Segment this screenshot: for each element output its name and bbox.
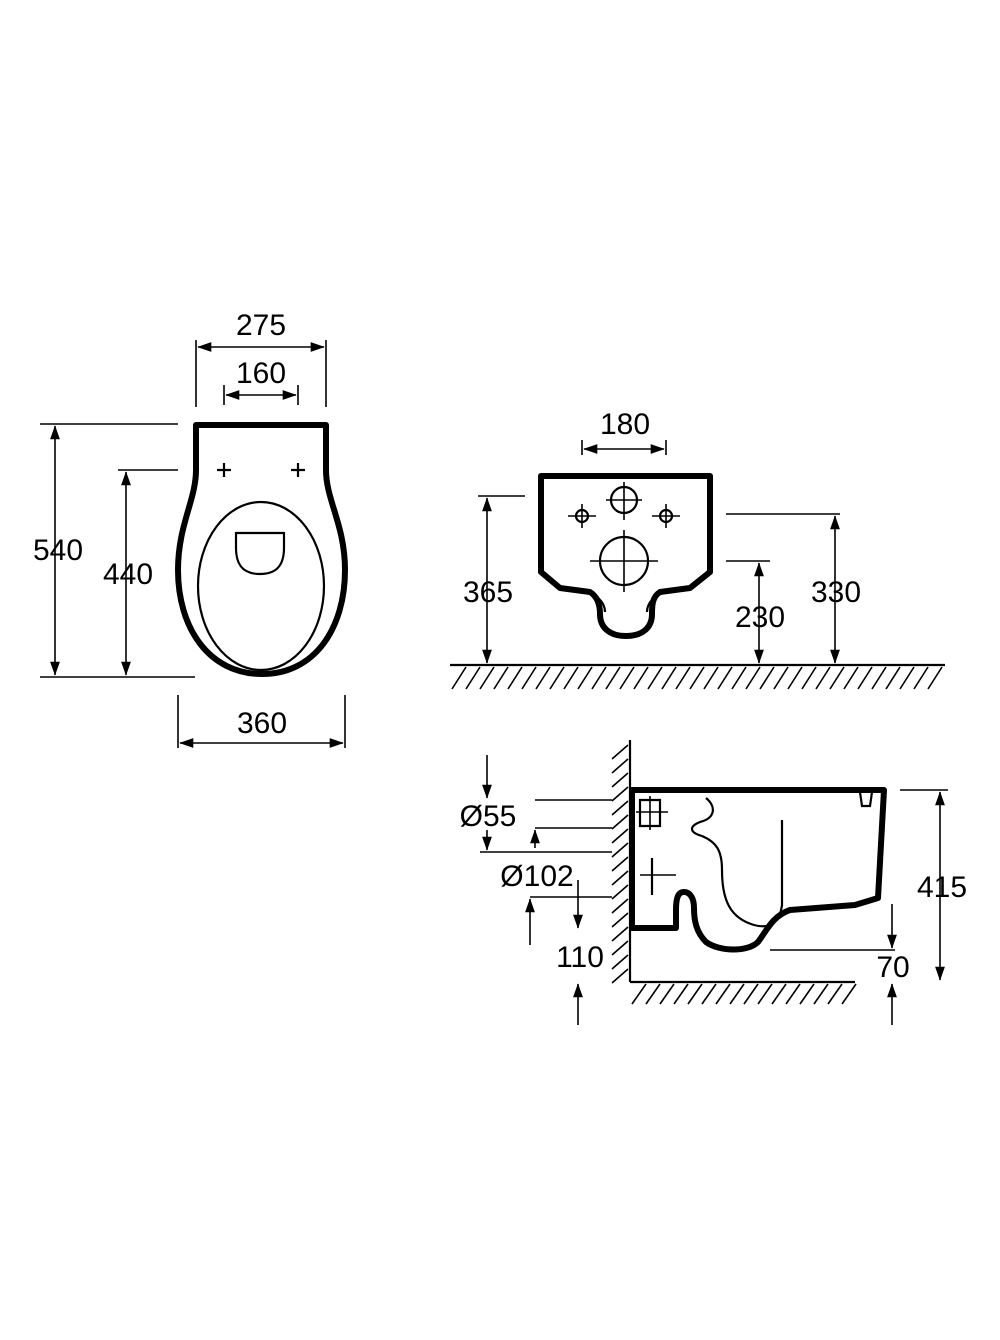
label-height-outlet: 230	[735, 601, 785, 634]
label-bottom-clearance: 70	[876, 951, 909, 984]
label-hole-spacing: 160	[236, 357, 286, 390]
dim-length-total: 540	[33, 425, 83, 676]
inlet-crosshair-icon	[606, 482, 642, 520]
dim-width-bowl: 360	[179, 707, 344, 748]
top-view: 275 160 540 440 360	[33, 309, 348, 748]
dim-hole-spacing: 160	[225, 357, 297, 400]
dim-length-to-holes: 440	[103, 471, 153, 676]
outlet-profile	[579, 590, 673, 613]
label-diameter-inlet: Ø55	[460, 800, 517, 833]
dim-outlet-height: 110	[556, 880, 604, 1025]
floor-hatch	[450, 663, 945, 690]
rear-view: 180 365 230 330	[450, 408, 945, 690]
label-width-outer: 275	[236, 309, 286, 342]
label-fixing-spacing: 180	[600, 408, 650, 441]
fixing-hole-icon	[568, 504, 680, 528]
dim-bottom-clearance: 70	[876, 904, 910, 1025]
dim-fixing-spacing: 180	[583, 408, 665, 454]
bowl-opening	[234, 531, 286, 576]
label-length-total: 540	[33, 534, 83, 567]
dim-diameter-inlet: Ø55	[460, 755, 540, 848]
label-height-top-holes: 330	[811, 576, 861, 609]
fixing-hole-icon	[217, 463, 305, 477]
dim-total-height: 415	[917, 791, 967, 981]
label-diameter-outlet: Ø102	[500, 860, 573, 893]
dim-width-outer: 275	[197, 309, 325, 352]
dim-height-outlet: 230	[735, 562, 785, 664]
dim-height-top-holes: 330	[811, 515, 861, 664]
rim-detail	[858, 791, 874, 808]
wall-hatch	[611, 740, 632, 984]
dim-height-holes: 365	[463, 497, 513, 664]
dim-diameter-outlet: Ø102	[482, 830, 574, 945]
seat-ellipse	[196, 500, 326, 672]
trap-curve	[690, 797, 784, 928]
label-length-to-holes: 440	[103, 558, 153, 591]
outlet-marker-icon	[640, 858, 676, 895]
outlet-crosshair-icon	[590, 530, 658, 592]
label-outlet-height: 110	[556, 941, 604, 974]
inlet-fitting-icon	[636, 796, 668, 830]
label-height-holes: 365	[463, 576, 513, 609]
side-view-outline	[629, 787, 887, 953]
top-view-outline	[175, 422, 348, 677]
floor-hatch-side	[630, 980, 857, 1005]
label-total-height: 415	[917, 871, 967, 904]
label-width-bowl: 360	[237, 707, 287, 740]
side-view: Ø55 Ø102 110 70 415	[460, 740, 967, 1025]
